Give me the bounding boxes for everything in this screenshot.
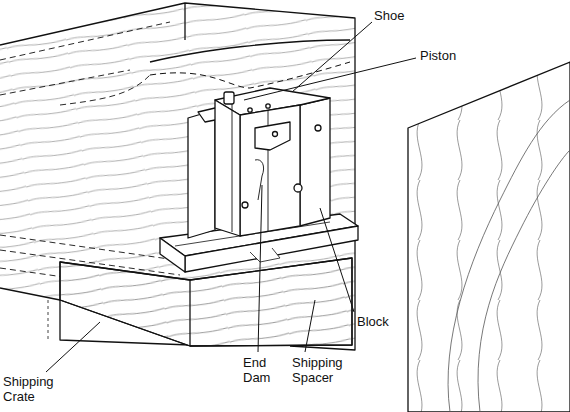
part-label: End Dam [243, 355, 281, 385]
piston [224, 92, 234, 104]
crate-panel [408, 62, 570, 412]
part-label: Shipping Crate [3, 374, 67, 404]
shipping-crate [0, 3, 355, 350]
shoe [60, 40, 350, 105]
part-label: Block [357, 314, 389, 329]
block-assembly [188, 88, 330, 238]
part-label: Piston [420, 48, 456, 63]
part-label: Shipping Spacer [292, 355, 356, 385]
part-label: Shoe [374, 8, 404, 23]
leader-lines [46, 22, 416, 372]
